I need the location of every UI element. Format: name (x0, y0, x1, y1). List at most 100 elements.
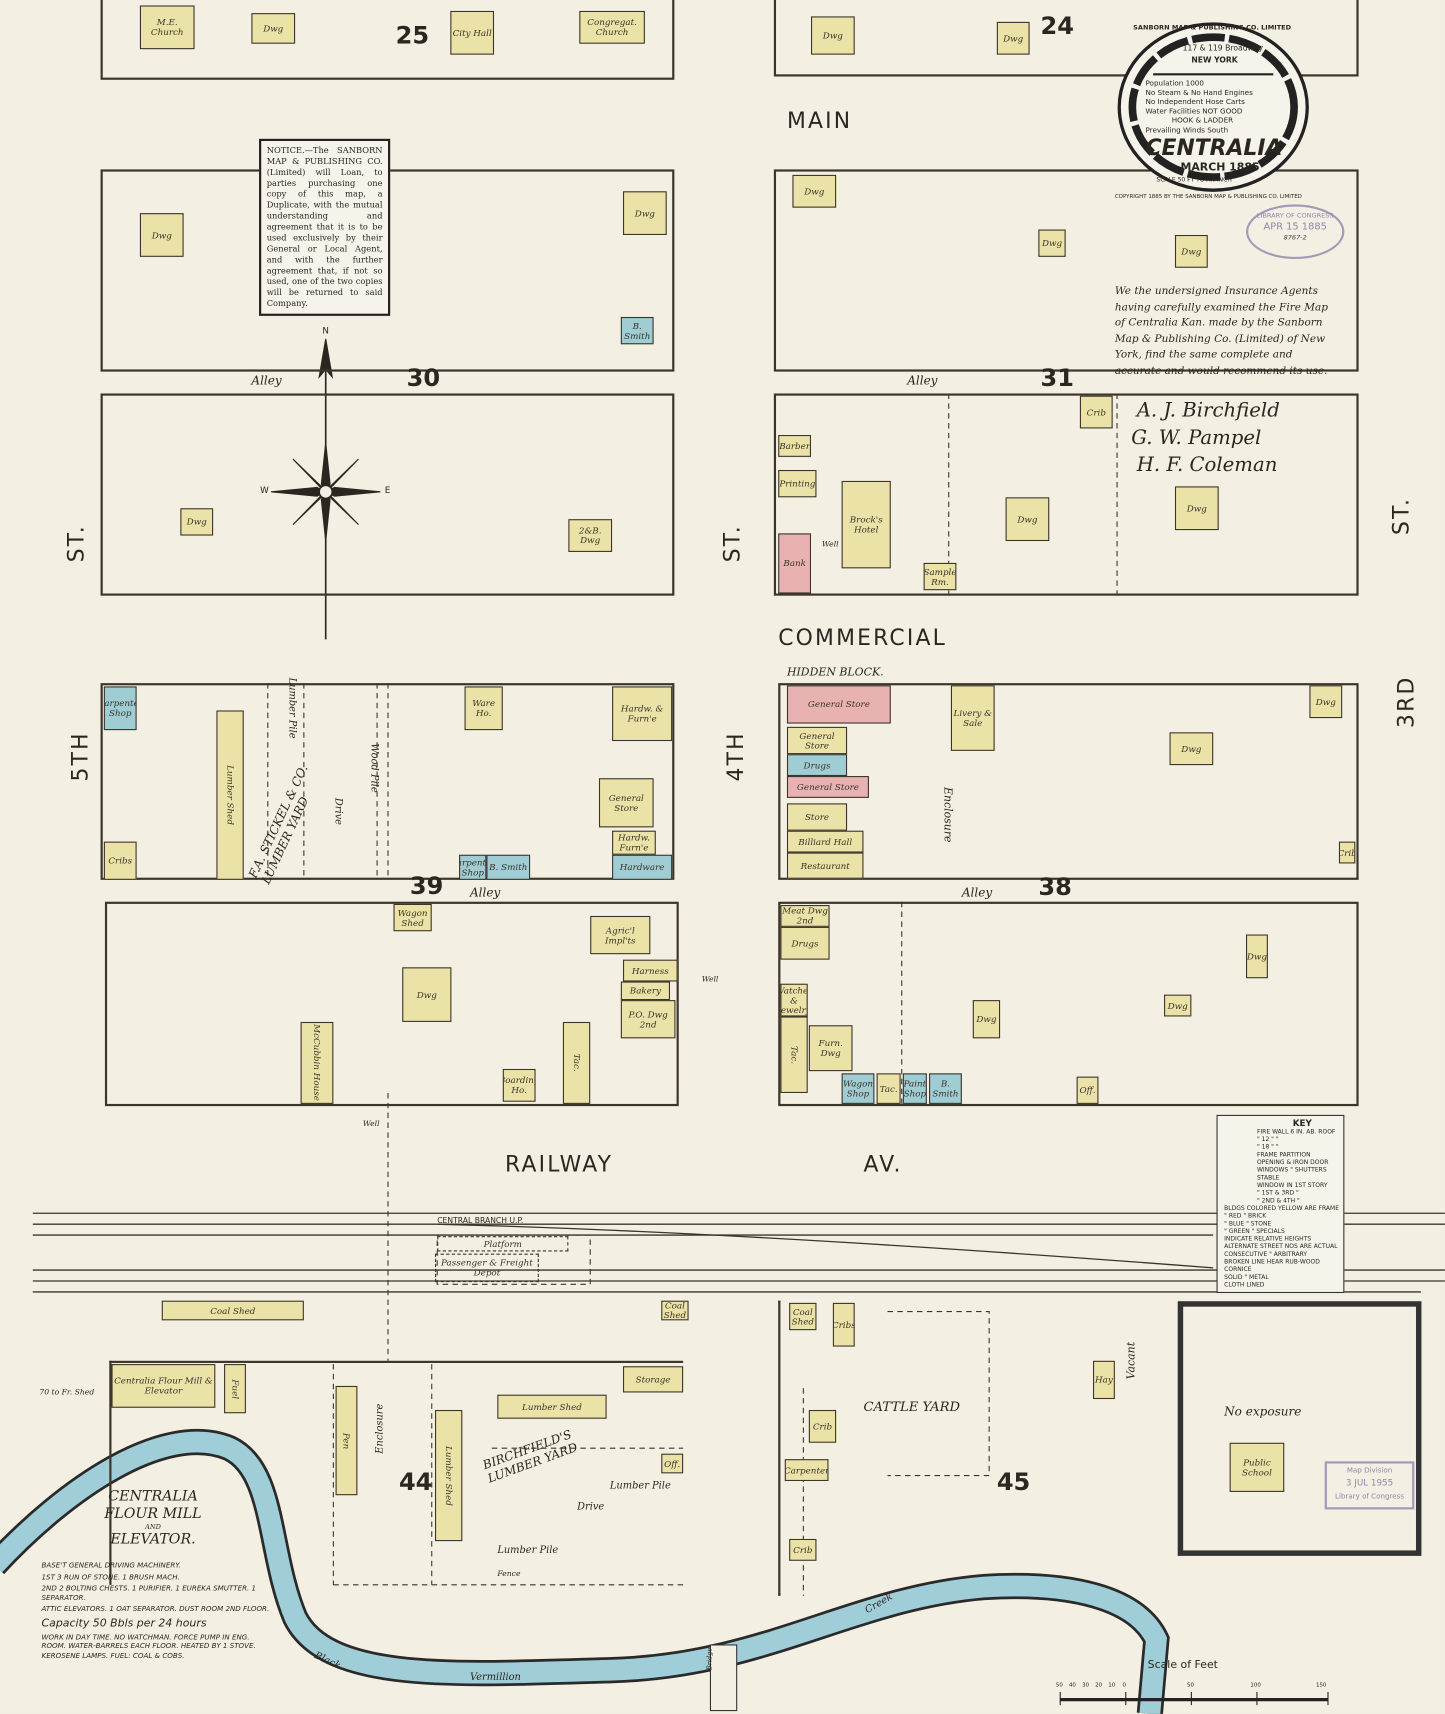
street-railway: RAILWAY (504, 1150, 614, 1178)
stamp-line: LIBRARY OF CONGRESS (1256, 212, 1334, 220)
building-label: Coal Shed (210, 1305, 256, 1316)
building-label: Bank (783, 558, 806, 569)
building-label: McCubbin House (312, 1024, 322, 1102)
building: Dwg (1038, 229, 1066, 257)
building: Centralia Flour Mill & Elevator (111, 1364, 216, 1408)
mill-title-line: FLOUR MILL (104, 1506, 202, 1523)
building: Congregat. Church (579, 10, 645, 44)
building: Bank (778, 533, 812, 594)
scale-tick-label: 50 (1055, 1682, 1063, 1689)
building: Sample Rm. (923, 562, 957, 591)
building-label: Billiard Hall (798, 836, 853, 847)
building-label: Carpenter Shop (460, 857, 487, 878)
building-label: Platform (483, 1238, 522, 1249)
mill-title-line: AND (145, 1523, 161, 1532)
map-label: 70 to Fr. Shed (39, 1388, 95, 1397)
block-38-south (778, 901, 1359, 1107)
building-label: General Store (608, 792, 644, 813)
map-label: Lumber Pile (497, 1545, 559, 1557)
building: Furn. Dwg (808, 1025, 853, 1072)
building: General Store (786, 685, 891, 724)
block-25 (100, 0, 675, 80)
building-label: Wagon Shop (843, 1078, 873, 1099)
building-label: Dwg (1167, 1000, 1188, 1011)
seal-line: No Steam & No Hand Engines (1145, 87, 1253, 97)
building-label: Dwg (804, 186, 825, 197)
building-label: Public School (1242, 1457, 1272, 1478)
building-label: Dwg (1003, 33, 1024, 44)
map-label: CATTLE YARD (863, 1399, 960, 1415)
street-3rd: 3RD (1392, 675, 1419, 728)
scale-bar (1059, 1691, 1329, 1706)
building-label: Tac. (789, 1045, 799, 1064)
seal-line: Prevailing Winds South (1145, 125, 1229, 134)
key-item: STABLE (1256, 1174, 1280, 1182)
key-item: " RED " BRICK (1224, 1213, 1267, 1220)
mill-note: Capacity 50 Bbls per 24 hours (41, 1617, 207, 1630)
building: Platform (437, 1236, 569, 1252)
stamp-line: 3 JUL 1955 (1345, 1477, 1394, 1488)
building-label: B. Smith (624, 320, 651, 341)
key-item: ALTERNATE STREET NOS ARE ACTUAL (1224, 1243, 1338, 1251)
building-label: Dwg (263, 23, 284, 34)
copyright: COPYRIGHT 1885 BY THE SANBORN MAP & PUBL… (1114, 193, 1302, 201)
map-label: Drive (577, 1501, 605, 1513)
building: Dwg (251, 13, 296, 44)
building: Passenger & Freight Depot (435, 1253, 539, 1283)
building-label: Crib (1086, 407, 1106, 417)
creek-water (0, 1431, 1167, 1714)
building-label: Dwg (186, 516, 207, 527)
mill-note: WORK IN DAY TIME. NO WATCHMAN. FORCE PUM… (41, 1632, 256, 1660)
seal-city: NEW YORK (1191, 55, 1238, 65)
key-item: OPENING & IRON DOOR (1256, 1159, 1329, 1167)
block-number: 44 (398, 1468, 433, 1497)
alley-label: Alley (907, 373, 938, 389)
building-label: Ware Ho. (472, 698, 496, 719)
building: Hay (1093, 1360, 1115, 1400)
building-label: Centralia Flour Mill & Elevator (114, 1376, 213, 1396)
stamp-line: APR 15 1885 (1263, 221, 1327, 233)
block-number: 25 (395, 22, 430, 51)
building-label: Dwg (416, 989, 437, 1000)
building: Livery & Sale (950, 685, 995, 751)
building-label: Dwg (1017, 514, 1038, 525)
block-31-south (773, 393, 1359, 596)
building-label: General Store (807, 699, 870, 710)
compass-rose-icon (271, 338, 381, 640)
building-label: Hardw. Furn'e (618, 832, 650, 853)
building-label: Fuel (230, 1378, 240, 1399)
building: B. Smith (620, 316, 654, 345)
building: Agric'l Impl'ts (590, 915, 651, 955)
alley-label: Alley (469, 885, 501, 900)
street-4th: 4TH (722, 731, 749, 782)
building: Dwg (1005, 497, 1050, 542)
building: Crib (808, 1409, 837, 1443)
building: Coal Shed (789, 1302, 817, 1331)
map-label: No exposure (1224, 1404, 1302, 1419)
map-label: Enclosure (374, 1403, 386, 1454)
building: Off. (661, 1453, 684, 1474)
map-scale-text: SCALE 50 FT TO AN INCH (1156, 177, 1232, 184)
building: Cribs (103, 841, 137, 880)
building-label: B. Smith (932, 1078, 959, 1099)
building-label: Lumber Shed (443, 1445, 454, 1506)
map-label: Wood Pile (368, 743, 380, 793)
building-label: Storage (635, 1374, 671, 1385)
building: Hardw. & Furn'e (612, 686, 673, 742)
key-title: KEY (1292, 1118, 1312, 1128)
building: Bakery (620, 981, 671, 1001)
building-label: Hardware (619, 862, 665, 873)
building: Carpenter (784, 1459, 829, 1482)
block-number: 38 (1038, 874, 1072, 902)
key-item: " 2ND & 4TH " (1256, 1197, 1300, 1205)
seal-line: Water Facilities NOT GOOD (1145, 106, 1243, 116)
building: Coal Shed (161, 1300, 304, 1321)
seal-publisher: SANBORN MAP & PUBLISHING CO. LIMITED (1133, 24, 1292, 32)
building: Barber (778, 435, 812, 457)
map-label: Well (821, 539, 839, 549)
building-label: Watches & Jewelry (780, 985, 808, 1015)
mill-title: CENTRALIA FLOUR MILL AND ELEVATOR. (66, 1489, 241, 1549)
railroad-label: CENTRAL BRANCH U.P. (437, 1216, 524, 1226)
building: Watches & Jewelry (780, 983, 808, 1017)
building-label: Dwg (1246, 951, 1268, 962)
